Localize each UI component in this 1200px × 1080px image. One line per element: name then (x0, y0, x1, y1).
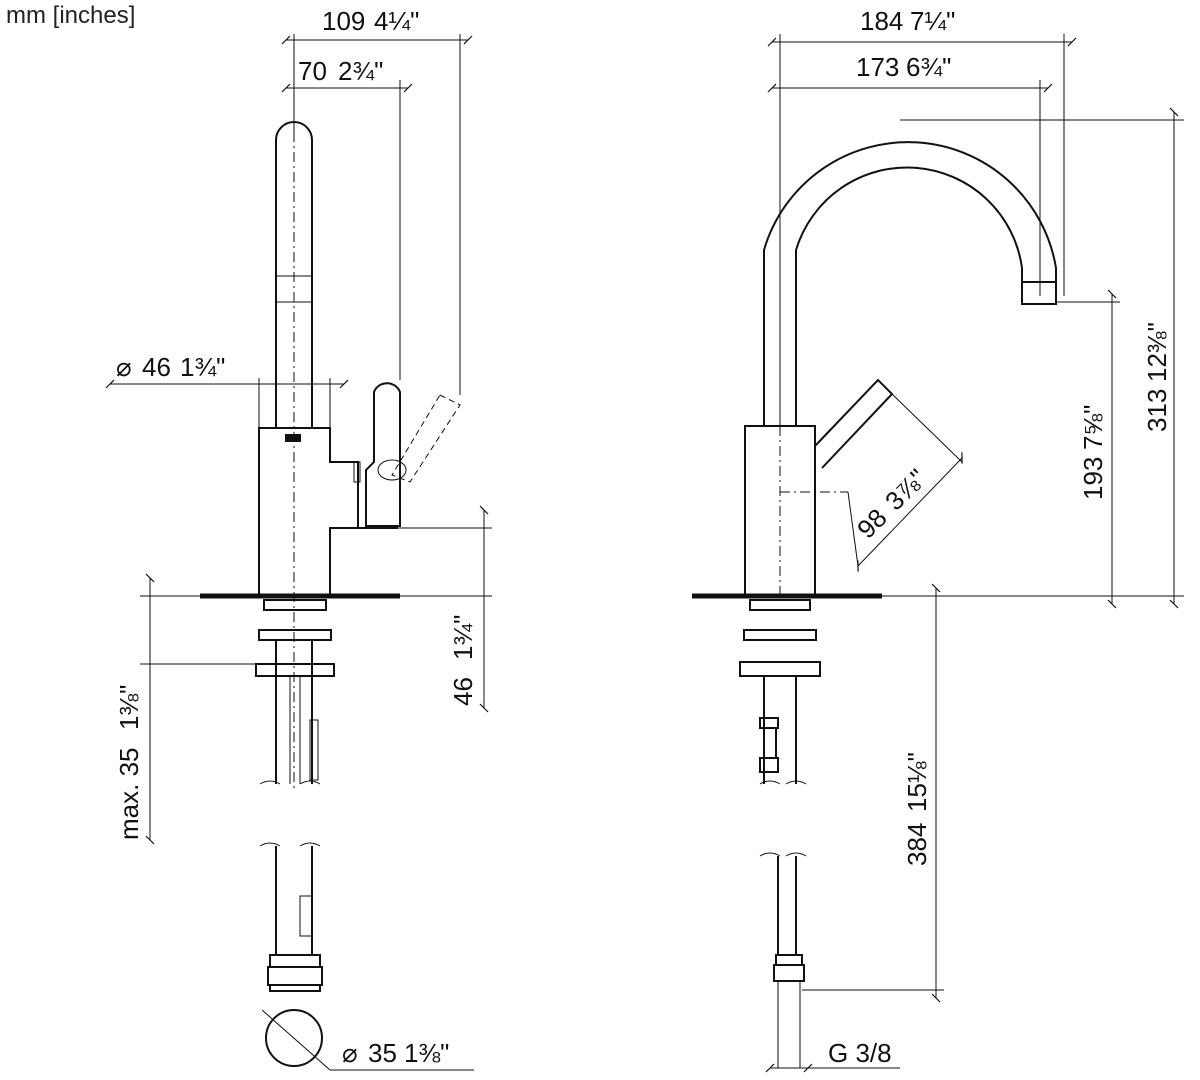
units-label: mm [inches] (6, 2, 136, 29)
side-lever-alt (391, 394, 461, 483)
side-body (258, 427, 398, 597)
dim-reach-spout: 173 (856, 52, 899, 82)
dim-to-lever-in: 2¾" (338, 56, 383, 86)
dim-body-diameter: 46 (142, 352, 171, 382)
dim-lever-length-in: 3⅞" (879, 463, 932, 516)
dim-reach-spout-in: 6¾" (906, 52, 951, 82)
dim-width-total: 109 (322, 6, 365, 36)
front-view (692, 141, 1057, 1068)
dim-thread: G 3/8 (828, 1038, 892, 1068)
side-lever (365, 382, 401, 527)
side-dimensions (105, 34, 492, 1071)
dim-overall-height-in: 12⅜" (1142, 322, 1172, 382)
dim-overall-height: 313 (1142, 389, 1172, 432)
hole-circle (265, 1009, 323, 1067)
side-dim-labels: 109 4¼" 70 2¾" ⌀ 46 1¾" 46 1¾" max. 35 1… (114, 6, 478, 1068)
side-spout-tube (275, 121, 313, 429)
front-lever (814, 378, 894, 469)
dim-reach-total-in: 7¼" (910, 6, 955, 36)
front-dimensions (765, 34, 1184, 1073)
dim-width-total-in: 4¼" (374, 6, 419, 36)
dim-max-thickness: max. 35 (114, 748, 144, 841)
dim-to-lever: 70 (298, 56, 327, 86)
dim-hole-diameter: 35 (368, 1038, 397, 1068)
dim-max-thickness-in: 1⅜" (114, 685, 144, 730)
side-view (200, 92, 461, 1071)
dim-spout-clearance: 193 (1078, 457, 1108, 500)
dim-body-diameter-symbol: ⌀ (116, 352, 132, 382)
front-dim-labels: 184 7¼" 173 6¾" 313 12⅜" 193 7⅝" 98 3⅞" … (828, 6, 1172, 1068)
dim-hose-length-in: 15⅛" (902, 752, 932, 812)
dim-reach-total: 184 (860, 6, 903, 36)
dim-spout-clearance-in: 7⅝" (1078, 405, 1108, 450)
dim-hole-diameter-symbol: ⌀ (342, 1038, 358, 1068)
front-spout-outer (763, 141, 1057, 426)
dim-step-height: 46 (448, 677, 478, 706)
dim-hose-length: 384 (902, 823, 932, 866)
dim-hole-diameter-in: 1⅜" (404, 1038, 449, 1068)
dim-lever-length: 98 (851, 503, 893, 545)
dim-body-diameter-in: 1¾" (180, 352, 225, 382)
dim-step-height-in: 1¾" (448, 615, 478, 660)
front-spout-inner (795, 166, 1023, 426)
